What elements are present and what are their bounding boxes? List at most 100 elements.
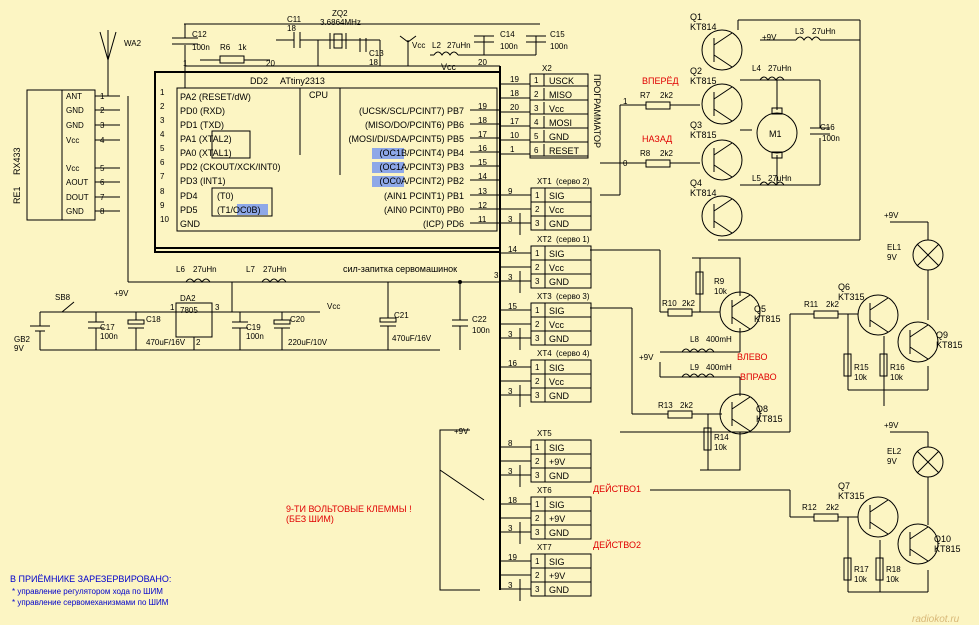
reg-pin1: 1 [170, 303, 175, 312]
transistor-body [701, 29, 743, 71]
r16-value: 10k [890, 373, 904, 382]
transistor-body [897, 321, 939, 363]
r11-value: 2k2 [826, 300, 839, 309]
xt-pin-label: GND [549, 528, 570, 538]
r17-value: 10k [854, 575, 868, 584]
antenna-label: WA2 [124, 39, 142, 48]
xt-pin-number: 3 [535, 334, 540, 343]
transistor-body [701, 83, 743, 125]
q9-ref: Q9 [936, 330, 948, 340]
r13-value: 2k2 [680, 401, 693, 410]
plus9-el1: +9V [884, 211, 899, 220]
reg-pin3: 3 [215, 303, 220, 312]
mcu-left-pin-number: 8 [160, 187, 165, 196]
l3-value: 27uHn [812, 27, 836, 36]
xt-pin-label: GND [549, 219, 570, 229]
prog-pin-label: USCK [549, 76, 574, 86]
back-label: НАЗАД [642, 134, 672, 144]
transistor-ref: Q2 [690, 66, 702, 76]
xt-pin-number: 1 [535, 500, 540, 509]
r9-ref: R9 [714, 277, 725, 286]
mcu-right-pin: (MISO/DO/PCINT6) PB6 [365, 120, 464, 130]
mcu-left-pin: PD4 [180, 191, 198, 201]
servo-supply-label: сил-запитка сервомашинок [343, 264, 457, 274]
prog-wire-number: 18 [510, 89, 519, 98]
note-2: * управление сервомеханизмами по ШИМ [12, 598, 169, 607]
r6-ref: R6 [220, 43, 231, 52]
mcu-right-pin: (UCSK/SCL/PCINT7) PB7 [359, 106, 464, 116]
xt-pin-number: 3 [535, 277, 540, 286]
xt-supply-wire-number: 3 [508, 387, 513, 396]
receiver-ref: RE1 [12, 186, 22, 204]
xt-pin-label: Vcc [549, 205, 565, 215]
transistor-ref: Q3 [690, 120, 702, 130]
transistor-emitter [869, 319, 889, 333]
xt-pin-label: Vcc [549, 263, 565, 273]
mcu-left-pin: GND [180, 219, 201, 229]
r7-value: 2k2 [660, 91, 673, 100]
xt-pin-number: 2 [535, 377, 540, 386]
q5-model: KT815 [754, 314, 781, 324]
mcu-right-pin: (ICP) PD6 [423, 219, 464, 229]
r10-ref: R10 [662, 299, 677, 308]
transistor-emitter [731, 418, 751, 432]
r15-value: 10k [854, 373, 868, 382]
r10-value: 2k2 [682, 299, 695, 308]
transistor-collector [713, 86, 733, 100]
c15-value: 100n [550, 42, 568, 51]
transistor-emitter [713, 54, 733, 68]
el1-ref: EL1 [887, 243, 902, 252]
xt-pin-number: 3 [535, 219, 540, 228]
antenna-wa2: WA2 [95, 30, 142, 97]
mcu-right-pin: (OC1A/PCINT3) PB3 [379, 162, 464, 172]
q7-ref: Q7 [838, 481, 850, 491]
l9-value: 400mH [706, 363, 732, 372]
transistor-collector [909, 324, 929, 338]
l8-ref: L8 [690, 335, 699, 344]
transistor-body [857, 294, 899, 336]
vcc-wire-20a: 20 [266, 59, 275, 68]
mcu-left-pin-number: 2 [160, 102, 165, 111]
c14-value: 100n [500, 42, 518, 51]
xt-supply-wire-number: 3 [508, 273, 513, 282]
mcu-left-pin-number: 6 [160, 158, 165, 167]
mcu-left-pin: PD3 (INT1) [180, 176, 226, 186]
mcu-right-pin-number: 13 [478, 187, 487, 196]
xt-sig-wire-number: 16 [508, 359, 517, 368]
xt-pin-label: SIG [549, 191, 565, 201]
receiver-model: RX433 [12, 147, 22, 175]
c16-ref: C16 [820, 123, 835, 132]
action1-label: ДЕЙСТВО1 [593, 483, 641, 494]
xt-pin-number: 2 [535, 263, 540, 272]
xt-pin-number: 1 [535, 363, 540, 372]
xt-pin-label: GND [549, 277, 570, 287]
receiver-pin-label: AOUT [66, 178, 88, 187]
xt-pin-number: 2 [535, 457, 540, 466]
plus9-terminals: +9V [454, 427, 469, 436]
c15-ref: C15 [550, 30, 565, 39]
mcu-left-pin-number: 1 [160, 88, 165, 97]
right-label: ВПРАВО [740, 372, 777, 382]
l4-value: 27uHn [768, 64, 792, 73]
r18-ref: R18 [886, 565, 901, 574]
mcu-left-pin-number: 7 [160, 172, 165, 181]
plus9-switch: +9V [114, 289, 129, 298]
transistor-model: KT815 [690, 76, 717, 86]
zq2-value: 3.6864MHz [320, 18, 361, 27]
prog-pin-label: MOSI [549, 118, 572, 128]
transistor-collector [731, 396, 751, 410]
xt-supply-wire-number: 3 [508, 581, 513, 590]
l7-ref: L7 [246, 265, 255, 274]
c18-value: 470uF/16V [146, 338, 186, 347]
xt-pin-label: +9V [549, 457, 565, 467]
q10-model: KT815 [934, 544, 961, 554]
r16-ref: R16 [890, 363, 905, 372]
r18-value: 10k [886, 575, 900, 584]
lamp-driver-1: +9V EL1 9V R11 2k2 Q6 KT315 Q9 KT815 R15… [620, 211, 963, 433]
xt-pin-label: GND [549, 391, 570, 401]
xt-pin-number: 1 [535, 557, 540, 566]
xt-supply-wire-number: 3 [508, 524, 513, 533]
mcu-right-pin-number: 16 [478, 144, 487, 153]
